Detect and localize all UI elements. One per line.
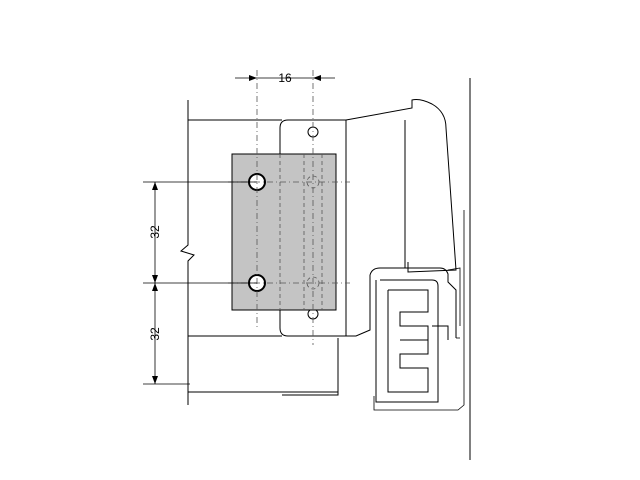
cabinet-right-wall	[373, 78, 471, 460]
drawer-front-outline	[188, 338, 339, 396]
cabinet-side-wall	[179, 100, 282, 405]
hinge-housing	[345, 99, 457, 273]
dimension-label-16: 16	[278, 71, 292, 85]
dimension-label-32-upper: 32	[148, 225, 162, 239]
center-lines	[228, 70, 350, 345]
drawer-runner-profile	[369, 267, 461, 403]
dimension-label-32-lower: 32	[148, 327, 162, 341]
mounting-plate	[231, 153, 337, 311]
dimension-vertical: 32 32	[143, 181, 257, 385]
dimension-horizontal: 16	[235, 71, 335, 85]
